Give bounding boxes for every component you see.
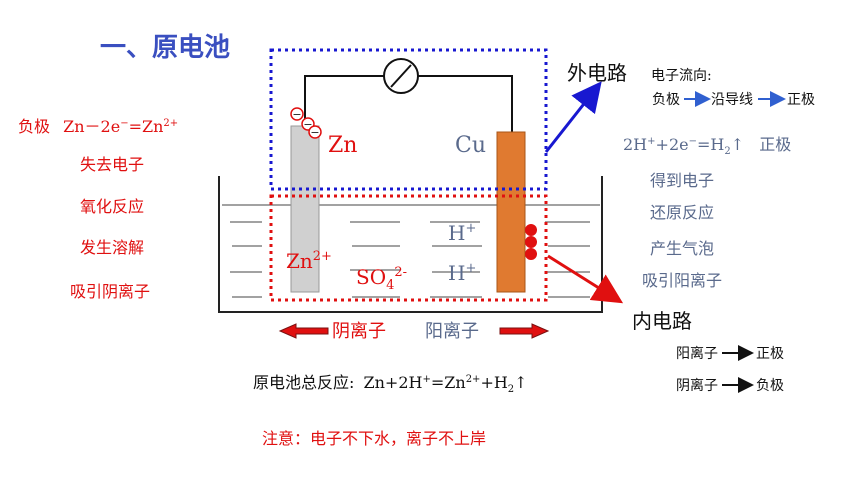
external-circuit-arrow [544,81,602,153]
cathode-item-3: 产生气泡 [650,239,714,258]
anode-item-3: 发生溶解 [80,238,144,257]
sulfate-ion-charge: 2- [394,265,407,280]
cation-move-label: 阳离子 [425,321,479,342]
beaker [218,176,603,313]
total-a: Zn+2H [364,373,423,392]
anode-eq-eq: =Zn [129,117,164,136]
electron-flow-from: 负极 [652,92,680,108]
electron-sign-3: − [310,126,319,139]
cathode-eq-suffix: 正极 [759,135,791,154]
total-b: =Zn [431,373,466,392]
zinc-ion-charge: 2+ [313,249,332,264]
anode-equation: 负极 Zn－2e−=Zn2+ [18,117,178,136]
galvanometer-icon [383,58,419,94]
total-prefix: 原电池总反应: [253,373,354,392]
cation-flow-to: 正极 [756,346,784,362]
zinc-ion: Zn2+ [286,249,332,273]
hydrogen-ion-1-base: H [448,221,465,245]
page-title: 一、原电池 [100,33,230,63]
sulfate-ion-sub: 4 [386,278,394,293]
electron-flow-title: 电子流向: [651,68,712,84]
total-c-sub: 2 [508,384,514,395]
zinc-electrode [290,125,320,293]
hydrogen-bubbles [525,224,537,260]
total-d: ↑ [514,373,527,392]
cathode-equation: 2H++2e−=H2↑ 正极 [623,135,791,157]
hydrogen-ion-2-base: H [448,261,465,285]
anode-item-4: 吸引阴离子 [70,282,150,301]
hydrogen-ion-1: H+ [448,221,476,245]
zinc-ion-base: Zn [286,249,313,273]
external-circuit-box [269,48,548,191]
external-circuit-label: 外电路 [567,61,627,85]
cathode-eq-c: =H [697,135,724,154]
electron-sign-1: − [292,108,301,121]
anode-item-1: 失去电子 [80,155,144,174]
cathode-eq-a: 2H [623,135,647,154]
note-text: 注意：电子不下水，离子不上岸 [262,429,486,448]
cation-flow-label: 阳离子 [676,345,718,362]
cathode-item-4: 吸引阳离子 [642,271,722,290]
sulfate-ion: SO42- [356,265,407,293]
zn-electrode-label: Zn [328,133,357,158]
electron-icons [290,107,322,139]
anode-item-2: 氧化反应 [80,197,144,216]
anode-prefix: 负极 [18,117,50,136]
hydrogen-ion-2-charge: + [465,261,476,276]
internal-circuit-arrow [547,254,624,304]
external-wire [304,75,513,132]
electron-sign-2: − [303,118,312,131]
anode-eq-minus: − [120,118,128,129]
cathode-eq-d: ↑ [731,135,744,154]
cathode-item-1: 得到电子 [650,171,714,190]
electron-flow-to: 正极 [787,92,815,108]
sulfate-ion-base: SO [356,265,386,289]
cation-move-arrow [499,323,550,339]
copper-electrode [496,131,526,293]
anion-move-label: 阴离子 [332,321,386,342]
anion-flow-label: 阴离子 [676,377,718,394]
cathode-eq-a-sup: + [647,136,655,147]
total-reaction: 原电池总反应: Zn+2H+=Zn2++H2↑ [253,373,528,395]
electrolyte-lines [222,204,600,298]
internal-circuit-label: 内电路 [632,309,692,333]
cathode-item-2: 还原反应 [650,203,714,222]
anode-eq-sup: 2+ [163,118,178,129]
cathode-eq-b-sup: − [689,136,697,147]
total-a-sup: + [422,374,430,385]
anode-eq-main: Zn－2e [63,117,120,136]
total-c: +H [480,373,507,392]
cu-electrode-label: Cu [455,133,486,158]
cathode-eq-b: +2e [656,135,689,154]
electron-flow-mid: 沿导线 [711,92,753,108]
hydrogen-ion-1-charge: + [465,221,476,236]
anion-move-arrow [278,323,329,339]
anion-flow-to: 负极 [756,378,784,394]
total-b-sup: 2+ [466,374,481,385]
cathode-eq-c-sub: 2 [724,146,730,157]
hydrogen-ion-2: H+ [448,261,476,285]
